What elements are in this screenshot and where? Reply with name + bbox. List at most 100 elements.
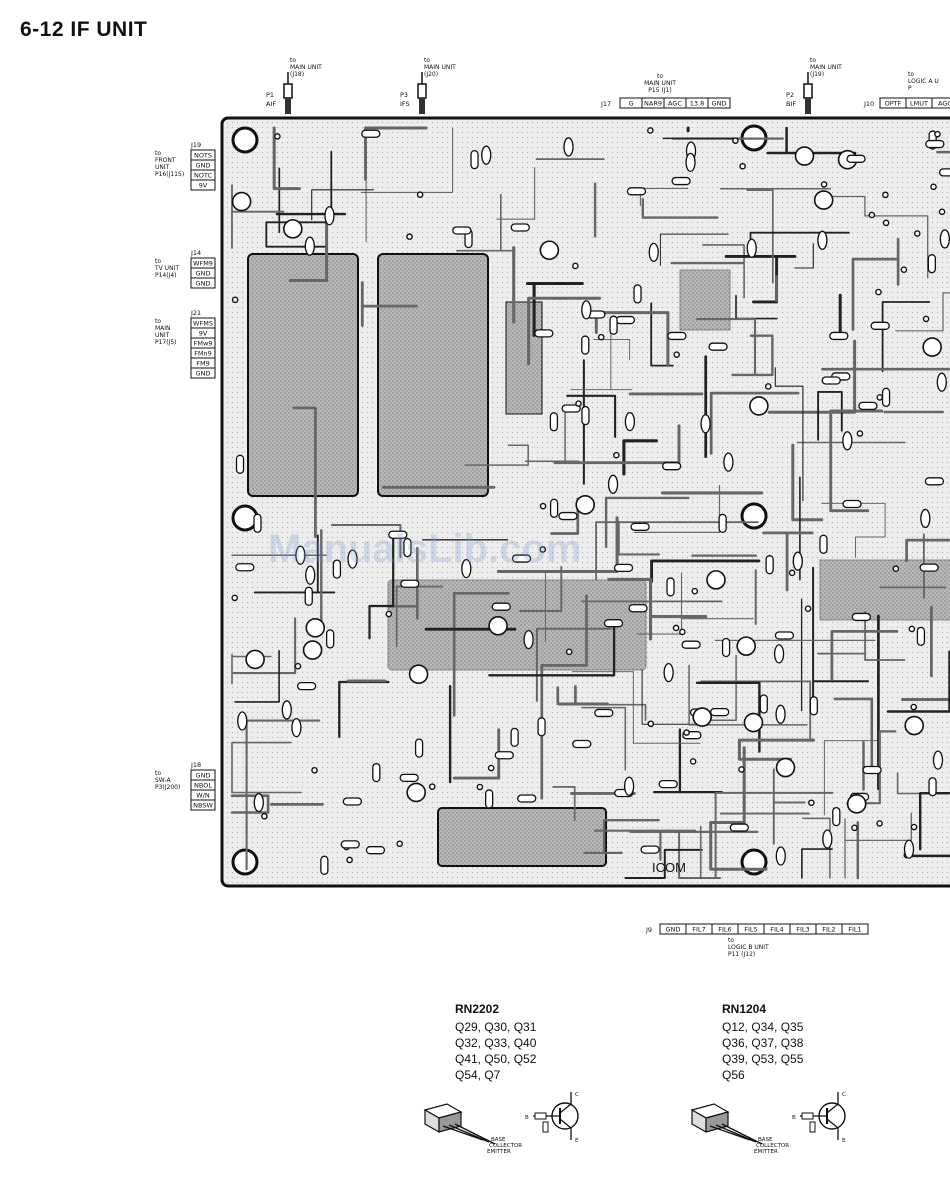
pcb-pad bbox=[738, 766, 745, 773]
pcb-resistor bbox=[759, 694, 768, 714]
pcb-trace bbox=[245, 719, 321, 871]
pcb-capacitor bbox=[723, 452, 734, 472]
pcb-resistor bbox=[491, 602, 511, 611]
pcb-capacitor bbox=[237, 711, 248, 731]
brand-label: ICOM bbox=[652, 860, 686, 875]
pcb-trace bbox=[696, 318, 757, 376]
pcb-trace bbox=[830, 630, 899, 681]
pcb-pad bbox=[938, 208, 946, 216]
pcb-trace bbox=[553, 424, 681, 465]
pcb-pad bbox=[934, 130, 941, 138]
pcb-resistor bbox=[581, 405, 590, 426]
transistor-group-list: Q12, Q34, Q35 bbox=[722, 1020, 804, 1034]
pcb-resistor bbox=[372, 762, 381, 783]
pcb-capacitor bbox=[939, 229, 950, 249]
pcb-pad bbox=[311, 767, 318, 774]
j17-header-cell-label: NAR9 bbox=[644, 100, 662, 108]
pcb-trace bbox=[774, 367, 804, 502]
pcb-pad bbox=[539, 546, 547, 553]
pcb-capacitor bbox=[775, 846, 786, 866]
top-connector-name: IFS bbox=[400, 100, 410, 108]
pcb-transistor-can bbox=[231, 191, 252, 212]
top-connector-name: AIF bbox=[266, 100, 276, 108]
pcb-resistor bbox=[661, 462, 682, 471]
pcb-trace bbox=[566, 394, 617, 438]
top-connector-name: BIF bbox=[786, 100, 796, 108]
pcb-resistor bbox=[774, 631, 795, 640]
left-connector-header-cell-label: FM9 bbox=[196, 360, 209, 368]
pcb-trace bbox=[746, 189, 774, 284]
j9-destination: P11 (J12) bbox=[728, 951, 755, 958]
left-connector-header-cell-label: FMw9 bbox=[194, 340, 213, 348]
pin-label-emitter: E bbox=[842, 1138, 846, 1144]
left-connector-header-cell-label: 9V bbox=[199, 182, 208, 190]
pcb-trace bbox=[911, 854, 950, 858]
top-connector-destination: (J20) bbox=[424, 71, 438, 78]
pcb-resistor bbox=[881, 387, 891, 407]
pcb-trace bbox=[524, 410, 580, 463]
top-connector-destination: to bbox=[424, 57, 430, 64]
pcb-capacitor bbox=[932, 750, 944, 770]
pcb-trace bbox=[552, 786, 576, 822]
left-connector-header-cell-label: 9V bbox=[199, 330, 208, 338]
pcb-resistor bbox=[452, 226, 472, 235]
pcb-resistor bbox=[510, 223, 530, 232]
pcb-resistor bbox=[640, 845, 660, 854]
left-connector-destination: to bbox=[155, 150, 161, 157]
j9-header-cell-label: FIL6 bbox=[718, 926, 731, 934]
pcb-capacitor bbox=[903, 839, 915, 859]
pcb-resistor bbox=[628, 604, 648, 613]
left-connector-label: J21 bbox=[190, 309, 201, 317]
pcb-trace bbox=[360, 127, 454, 193]
pcb-resistor bbox=[403, 538, 412, 558]
pcb-resistor bbox=[510, 727, 519, 748]
pcb-capacitor bbox=[685, 152, 696, 173]
pcb-resistor bbox=[603, 619, 624, 628]
pcb-pad bbox=[575, 400, 582, 407]
pcb-trace bbox=[604, 496, 690, 549]
pcb-trace bbox=[936, 150, 950, 154]
j9-destination: LOGIC B UNIT bbox=[728, 944, 769, 951]
pcb-capacitor bbox=[281, 700, 292, 720]
pcb-trace bbox=[525, 281, 584, 337]
pcb-trace bbox=[851, 237, 900, 331]
pcb-capacitor bbox=[773, 644, 785, 664]
pcb-pad bbox=[808, 799, 815, 807]
pcb-transistor-can bbox=[488, 615, 508, 636]
top-connector-pin: P3 bbox=[400, 91, 408, 99]
left-connector-destination: SW-A bbox=[155, 777, 172, 784]
pcb-resistor bbox=[710, 707, 730, 717]
pcb-resistor bbox=[927, 254, 937, 274]
j9-header-cell-label: FIL4 bbox=[770, 926, 783, 934]
left-connector-destination: UNIT bbox=[155, 332, 170, 339]
j9-header-cell bbox=[841, 923, 869, 935]
j10-header-cell-label: LMUT bbox=[910, 100, 928, 108]
pcb-resistor bbox=[320, 855, 329, 875]
lead-label: COLLECTOR bbox=[756, 1143, 789, 1149]
pcb-pad bbox=[572, 262, 579, 270]
pcb-capacitor bbox=[305, 565, 316, 585]
left-connector-header-cell-label: NOTC bbox=[194, 172, 213, 180]
pcb-trace bbox=[593, 339, 631, 361]
pcb-transistor-can bbox=[813, 190, 834, 210]
transistor-group-list: Q32, Q33, Q40 bbox=[455, 1036, 537, 1050]
pcb-pad bbox=[804, 605, 812, 613]
left-connector-header-cell bbox=[190, 179, 216, 191]
pcb-resistor bbox=[561, 404, 581, 413]
pcb-capacitor bbox=[624, 411, 636, 432]
pcb-pad bbox=[910, 823, 918, 831]
pcb-resistor bbox=[253, 513, 262, 533]
pcb-capacitor bbox=[920, 508, 931, 529]
left-connector-destination: P3(J200) bbox=[155, 784, 180, 791]
coax-body bbox=[285, 98, 291, 114]
pcb-pad bbox=[732, 137, 739, 144]
pcb-trace bbox=[364, 126, 428, 181]
pcb-resistor bbox=[558, 511, 578, 521]
pin-label-collector: C bbox=[842, 1092, 846, 1098]
pcb-pad bbox=[261, 812, 268, 820]
coax-body bbox=[805, 98, 811, 114]
